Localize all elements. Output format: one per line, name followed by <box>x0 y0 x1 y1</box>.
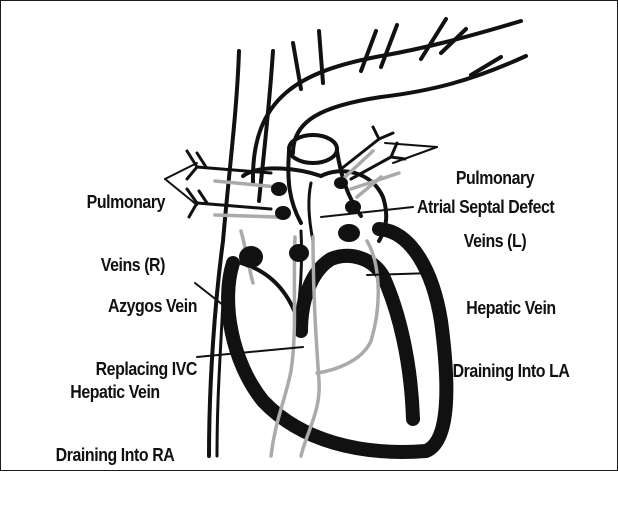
label-pulmonary-veins-left-line1: Pulmonary <box>435 167 555 188</box>
atrial-septum <box>309 183 313 241</box>
opening-ra-hep <box>289 244 309 262</box>
gray-vein-r1 <box>215 181 277 187</box>
label-atrial-septal-defect: Atrial Septal Defect <box>417 196 589 217</box>
opening-r-lower <box>275 206 291 220</box>
label-hepatic-vein-la: Hepatic Vein Draining Into LA <box>434 255 589 423</box>
superior-vena-cava <box>209 51 239 456</box>
pulmonary-trunk-top <box>289 135 337 163</box>
label-pulmonary-veins-right-line1: Pulmonary <box>53 191 165 212</box>
label-hepatic-vein-ra: Hepatic Vein Draining Into RA <box>29 339 201 507</box>
label-hepatic-vein-ra-line1: Hepatic Vein <box>29 381 201 402</box>
opening-r-upper <box>271 182 287 196</box>
brachiocephalic-a <box>293 43 301 89</box>
opening-l-upper <box>334 177 348 189</box>
opening-la-hep <box>338 224 360 242</box>
brachiocephalic-b <box>319 31 323 83</box>
label-hepatic-vein-ra-line2: Draining Into RA <box>29 444 201 465</box>
leader-pulm-r-2 <box>165 179 197 205</box>
label-azygos-vein-line1: Azygos Vein <box>51 295 197 316</box>
label-hepatic-vein-la-line1: Hepatic Vein <box>434 297 589 318</box>
pulm-vein-l-a1 <box>373 127 379 139</box>
carotid-a <box>361 31 376 71</box>
label-pulmonary-veins-left-line2: Veins (L) <box>435 230 555 251</box>
pulm-vein-r-upper-b2 <box>187 167 197 179</box>
label-hepatic-vein-la-line2: Draining Into LA <box>434 360 589 381</box>
diagram-canvas: Pulmonary Veins (R) Pulmonary Veins (L) … <box>0 0 618 471</box>
gray-vein-r2 <box>215 215 277 217</box>
leader-pulm-l-1 <box>385 143 437 147</box>
carotid-b <box>381 25 397 67</box>
opening-l-lower <box>345 200 361 214</box>
azygos-inner-wall <box>217 301 223 456</box>
leader-asd <box>321 207 413 217</box>
pulm-vein-l-b1 <box>391 143 397 157</box>
leader-pulm-l-2 <box>393 147 437 163</box>
pulm-vein-r-upper-b3 <box>197 153 206 167</box>
opening-ra-ivc <box>239 246 263 268</box>
pulm-vein-l-a2 <box>379 133 393 139</box>
pulm-vein-r-lower-b3 <box>199 191 207 203</box>
